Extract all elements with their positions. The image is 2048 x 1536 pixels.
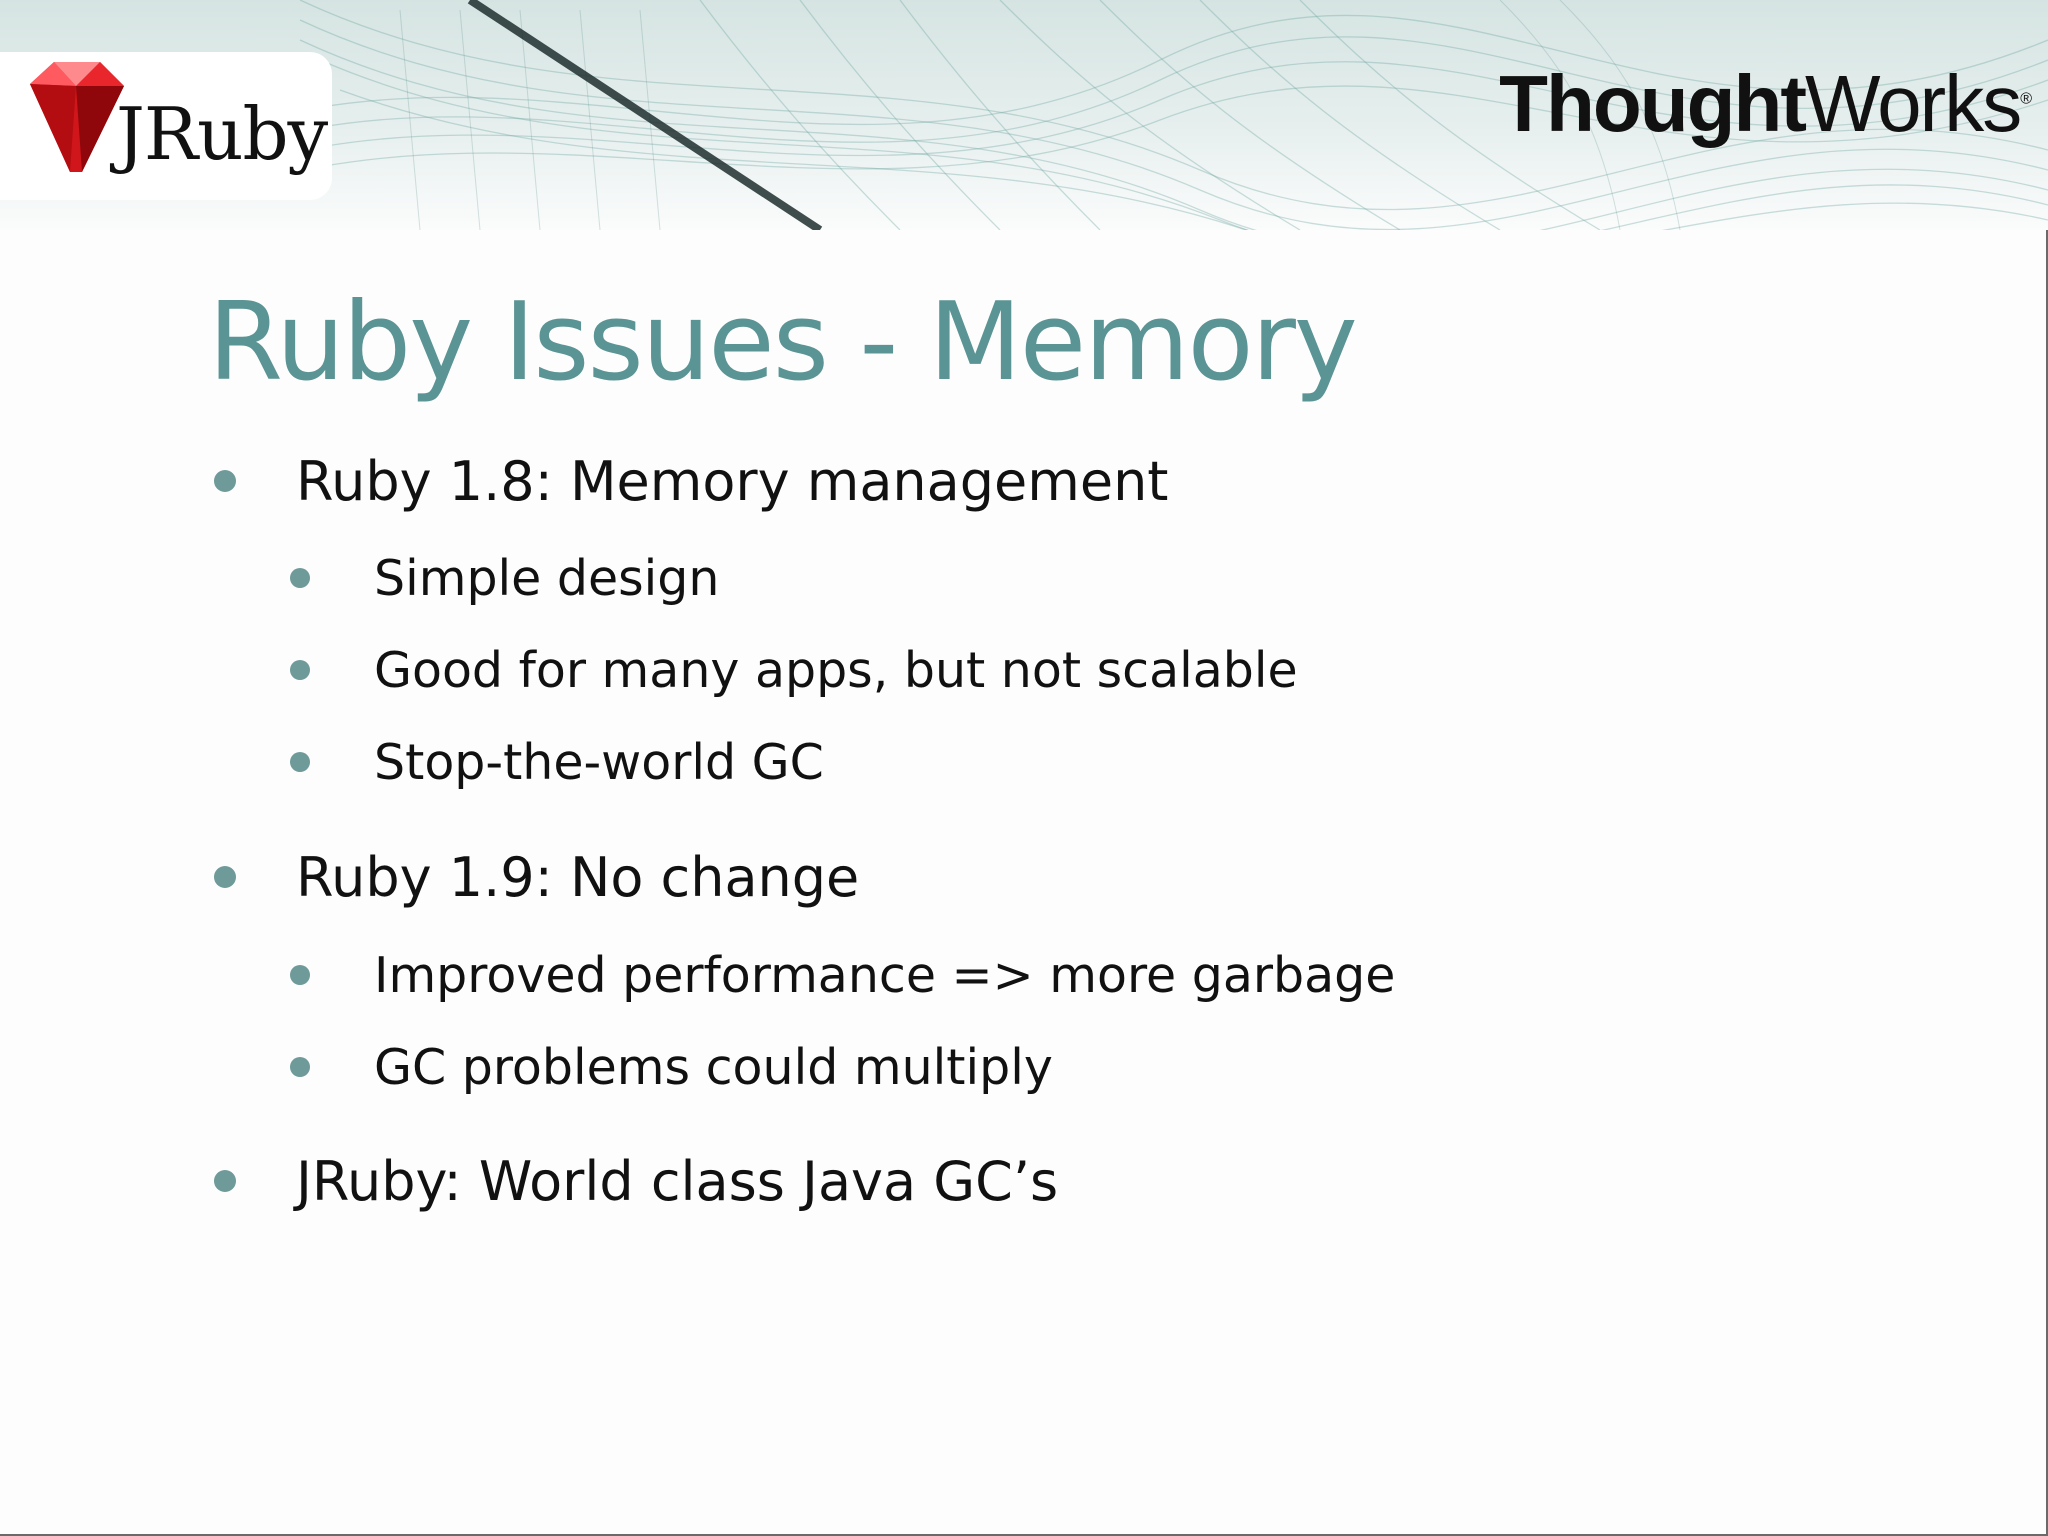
registered-mark: ® [2020, 90, 2032, 108]
bullet-dot-icon [290, 965, 310, 985]
sub-bullet-item: GC problems could multiply [290, 1035, 1053, 1099]
sub-bullet-item: Good for many apps, but not scalable [290, 638, 1298, 702]
sub-bullet-text: Stop-the-world GC [374, 733, 824, 791]
sub-bullet-text: Improved performance => more garbage [374, 946, 1396, 1004]
bullet-item: Ruby 1.8: Memory management [214, 446, 1169, 516]
jruby-logo-text: JRuby [116, 92, 328, 176]
sub-bullet-text: Simple design [374, 549, 720, 607]
wave-mesh-pattern [259, 0, 2048, 230]
bullet-text: Ruby 1.8: Memory management [296, 449, 1169, 513]
bullet-text: JRuby: World class Java GC’s [296, 1149, 1059, 1213]
bullet-text: Ruby 1.9: No change [296, 845, 860, 909]
bullet-dot-icon [290, 660, 310, 680]
bullet-dot-icon [290, 568, 310, 588]
sub-bullet-item: Improved performance => more garbage [290, 943, 1396, 1007]
sub-bullet-text: GC problems could multiply [374, 1038, 1053, 1096]
slide-title: Ruby Issues - Memory [208, 280, 1358, 405]
bullet-dot-icon [214, 470, 236, 492]
thoughtworks-logo-regular: Works [1805, 59, 2022, 148]
bullet-item: JRuby: World class Java GC’s [214, 1146, 1059, 1216]
thoughtworks-logo-bold: Thought [1499, 59, 1807, 148]
thoughtworks-logo: ThoughtWorks® [1499, 58, 2032, 150]
bullet-dot-icon [290, 752, 310, 772]
sub-bullet-item: Stop-the-world GC [290, 730, 824, 794]
sub-bullet-item: Simple design [290, 546, 720, 610]
bullet-item: Ruby 1.9: No change [214, 842, 860, 912]
header-banner [0, 0, 2048, 230]
ruby-gem-icon [30, 62, 124, 172]
bullet-dot-icon [214, 1170, 236, 1192]
sub-bullet-text: Good for many apps, but not scalable [374, 641, 1298, 699]
bullet-dot-icon [214, 866, 236, 888]
bullet-dot-icon [290, 1057, 310, 1077]
